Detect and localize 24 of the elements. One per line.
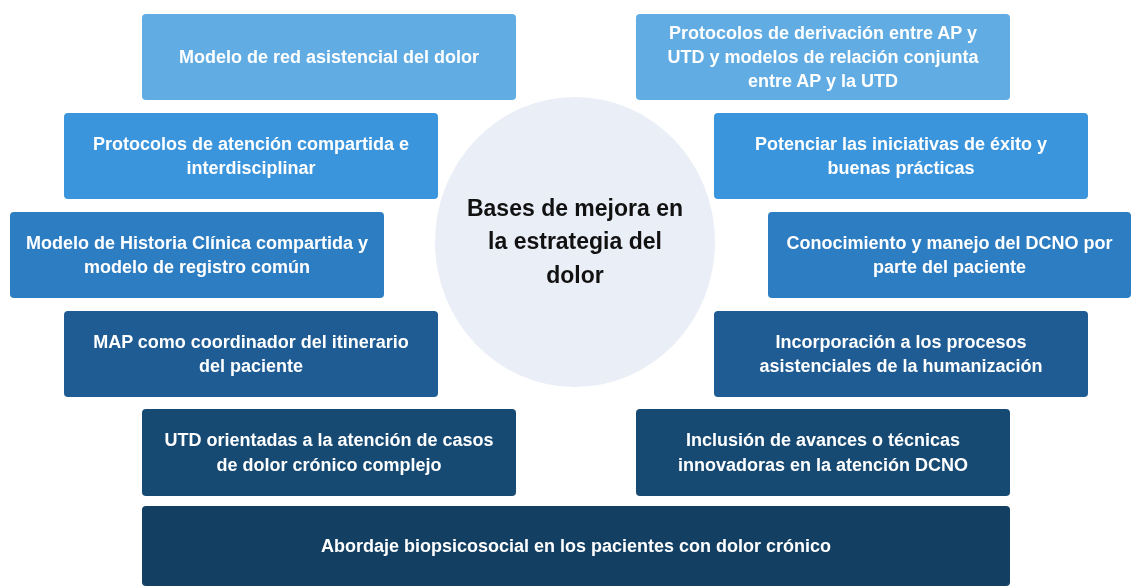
item-box	[142, 14, 516, 100]
box-text: Modelo de Historia Clínica compartida y modelo de registro común	[24, 231, 370, 279]
box-text: Conocimiento y manejo del DCNO por parte del paciente	[785, 231, 1114, 279]
box-text: Potenciar las iniciativas de éxito y buenas prácticas	[753, 132, 1049, 180]
item-box	[636, 14, 1010, 100]
item-box	[636, 409, 1010, 496]
box-text: Incorporación a los procesos asistenciales de la humanización	[758, 330, 1044, 378]
box-text: Protocolos de derivación entre AP y UTD y modelos de relación conjunta entre AP y la UTD	[666, 21, 980, 94]
item-box	[64, 311, 438, 397]
box-text: UTD orientadas a la atención de casos de dolor crónico complejo	[163, 429, 495, 477]
center-circle	[435, 97, 715, 387]
item-box	[10, 212, 384, 298]
item-box	[714, 311, 1088, 397]
box-text: Protocolos de atención compartida e interdisciplinar	[91, 132, 411, 180]
item-box	[64, 113, 438, 199]
box-text: Abordaje biopsicosocial en los pacientes con dolor crónico	[320, 534, 832, 558]
item-box	[142, 409, 516, 496]
item-box	[142, 506, 1010, 586]
box-text: Inclusión de avances o técnicas innovadoras en la atención DCNO	[676, 429, 970, 477]
item-box	[714, 113, 1088, 199]
item-box	[768, 212, 1131, 298]
center-title: Bases de mejora en la estrategia del dolor	[465, 194, 685, 290]
box-text: Modelo de red asistencial del dolor	[178, 45, 480, 69]
box-text: MAP como coordinador del itinerario del paciente	[92, 330, 410, 378]
